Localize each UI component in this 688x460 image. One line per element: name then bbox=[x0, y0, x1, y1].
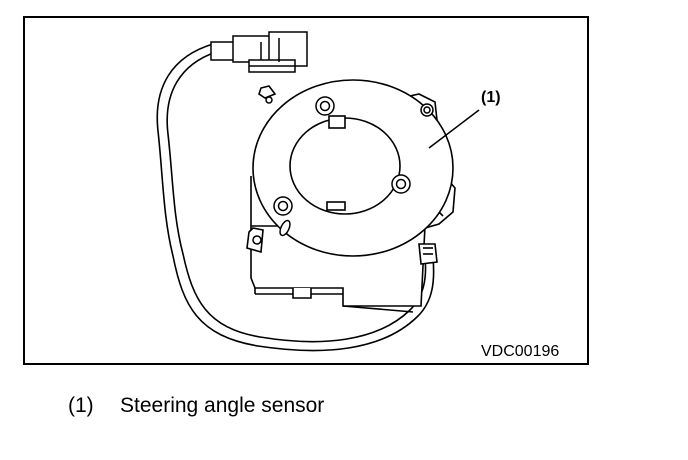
steering-angle-sensor-illustration: (1) VDC00196 bbox=[23, 16, 589, 365]
connector bbox=[210, 31, 308, 73]
callout-leader-line bbox=[428, 109, 480, 149]
figure-frame: (1) VDC00196 bbox=[23, 16, 589, 365]
caption-number: (1) bbox=[68, 394, 94, 417]
figure-border bbox=[23, 16, 589, 365]
mounting-holes bbox=[252, 96, 434, 245]
sensor-housing bbox=[246, 79, 456, 313]
caption-text: Steering angle sensor bbox=[120, 394, 325, 417]
callout-label: (1) bbox=[481, 89, 501, 106]
figure-caption: (1) Steering angle sensor bbox=[68, 394, 324, 418]
image-code: VDC00196 bbox=[481, 343, 559, 360]
